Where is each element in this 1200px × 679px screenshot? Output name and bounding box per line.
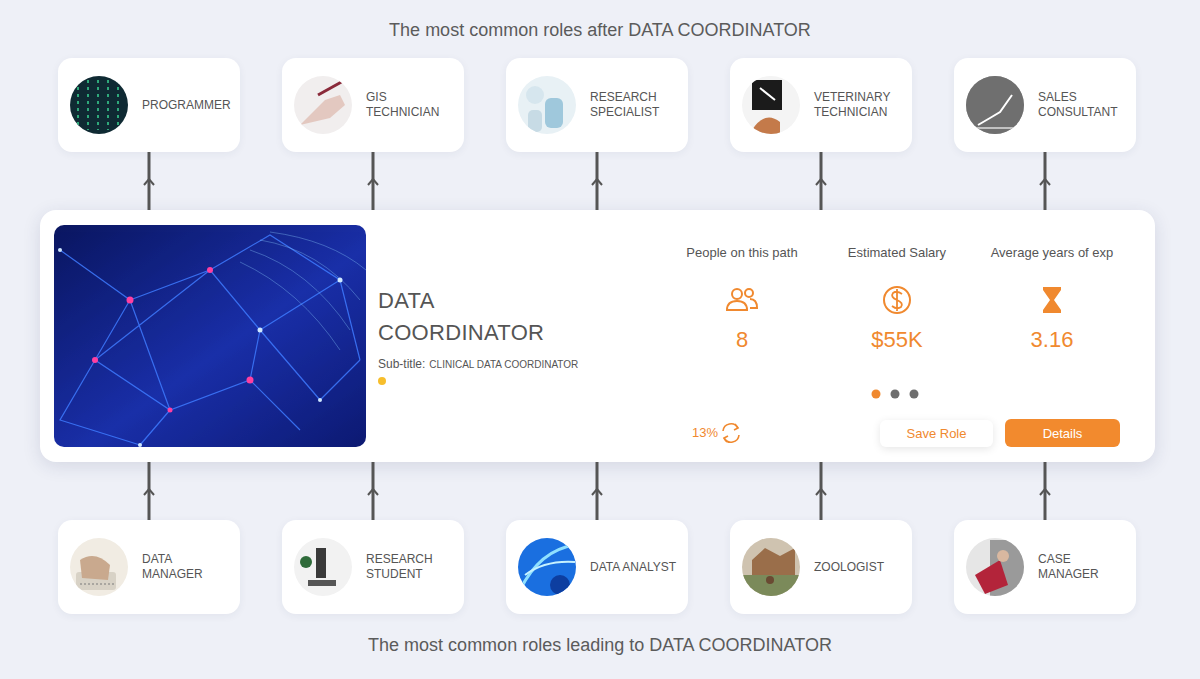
role-box: CASE MANAGER: [954, 520, 1136, 614]
connector-arrow: [820, 462, 823, 520]
stat-value: $55K: [847, 325, 947, 355]
connector-arrow: [148, 462, 151, 520]
connector-arrow: [372, 462, 375, 520]
role-box: ZOOLOGIST: [730, 520, 912, 614]
role-name: VETERINARY TECHNICIAN: [814, 90, 902, 120]
role-label-area: RESEARCH SPECIALIST: [590, 58, 678, 152]
diagram-title: The most common roles after DATA COORDIN…: [0, 19, 1200, 41]
connector-arrow: [820, 152, 823, 210]
connector-arrow: [1044, 152, 1047, 210]
role-box: DATA MANAGER: [58, 520, 240, 614]
role-box: GIS TECHNICIAN: [282, 58, 464, 152]
role-title: DATA COORDINATOR: [378, 285, 568, 349]
role-box: DATA ANALYST: [506, 520, 688, 614]
connector-arrow: [148, 152, 151, 210]
role-box: RESEARCH STUDENT: [282, 520, 464, 614]
stat-value: 8: [692, 325, 792, 355]
action-button: Details: [1005, 419, 1120, 447]
role-label-area: RESEARCH STUDENT: [366, 520, 454, 614]
diagram-caption: The most common roles leading to DATA CO…: [0, 634, 1200, 656]
role-name: DATA MANAGER: [142, 552, 230, 582]
subtitle-row: Sub-title:CLINICAL DATA COORDINATOR: [378, 356, 578, 373]
role-label-area: DATA MANAGER: [142, 520, 230, 614]
action-button: Save Role: [880, 420, 993, 447]
stat-label: Estimated Salary: [807, 244, 987, 262]
connector-arrow: [596, 152, 599, 210]
role-box: SALES CONSULTANT: [954, 58, 1136, 152]
role-name: DATA ANALYST: [590, 560, 676, 575]
role-name: RESEARCH STUDENT: [366, 552, 454, 582]
role-name: RESEARCH SPECIALIST: [590, 90, 678, 120]
role-label-area: CASE MANAGER: [1038, 520, 1126, 614]
button-label: Details: [1043, 426, 1083, 441]
connector-arrow: [1044, 462, 1047, 520]
role-box: VETERINARY TECHNICIAN: [730, 58, 912, 152]
role-label-area: DATA ANALYST: [590, 520, 678, 614]
stat-label: Average years of exp: [962, 244, 1142, 262]
role-label-area: GIS TECHNICIAN: [366, 58, 454, 152]
role-name: GIS TECHNICIAN: [366, 90, 454, 120]
button-label: Save Role: [907, 426, 967, 441]
role-label-area: ZOOLOGIST: [814, 520, 902, 614]
connector-arrow: [372, 152, 375, 210]
role-label-area: SALES CONSULTANT: [1038, 58, 1126, 152]
role-card: Save Role Details DATA COORDINATOR Sub-titl…: [40, 210, 1155, 462]
role-name: ZOOLOGIST: [814, 560, 884, 575]
stat-label: People on this path: [652, 244, 832, 262]
subtitle-label: Sub-title:: [378, 356, 425, 372]
role-box: PROGRAMMER: [58, 58, 240, 152]
role-name: SALES CONSULTANT: [1038, 90, 1126, 120]
role-box: RESEARCH SPECIALIST: [506, 58, 688, 152]
role-name: PROGRAMMER: [142, 98, 231, 113]
subtitle-value: CLINICAL DATA COORDINATOR: [429, 357, 578, 373]
stat-value: 3.16: [1002, 325, 1102, 355]
role-label-area: PROGRAMMER: [142, 58, 230, 152]
match-percent: 13%: [692, 424, 752, 442]
role-label-area: VETERINARY TECHNICIAN: [814, 58, 902, 152]
role-name: CASE MANAGER: [1038, 552, 1126, 582]
connector-arrow: [596, 462, 599, 520]
